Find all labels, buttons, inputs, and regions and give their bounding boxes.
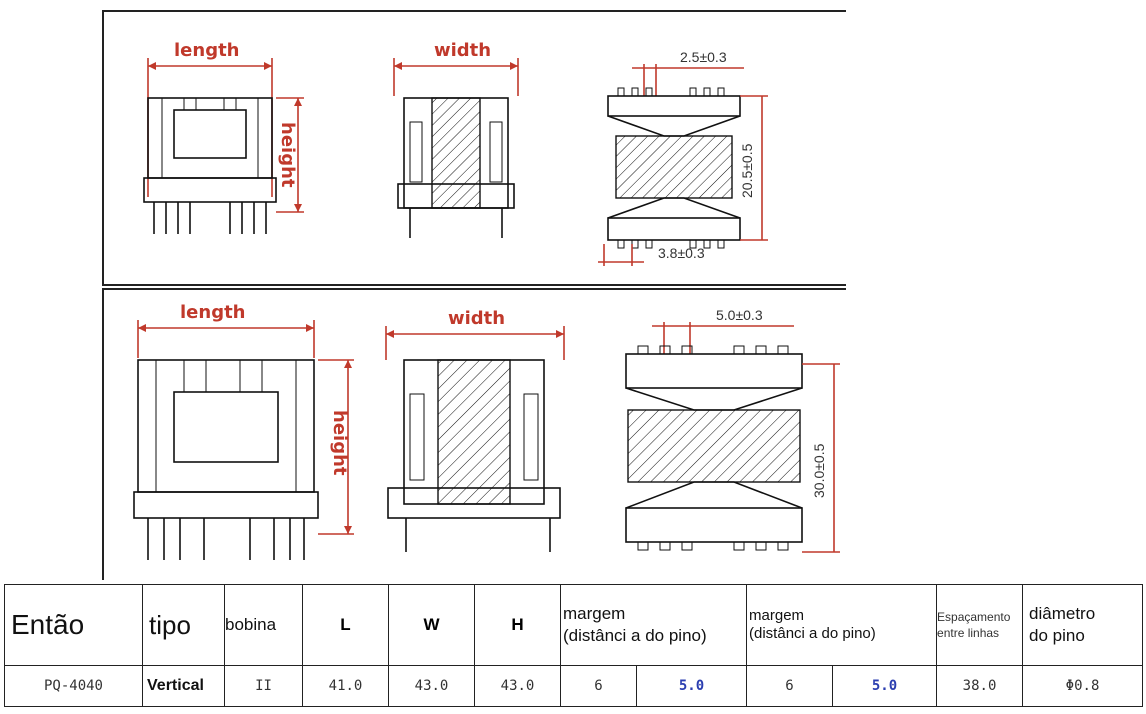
header-diametro-line1: diâmetro [1029,604,1096,623]
bottom-width-label: width [448,308,505,329]
header-tipo: tipo [142,584,225,666]
top-pin-spacing-b: 3.8±0.3 [658,245,705,261]
bottom-height-label: height [329,410,350,476]
top-drawing-panel: length [102,10,846,286]
header-margem-1-line1: margem [563,604,626,623]
cell-H: 43.0 [474,665,561,707]
cell-margem-2-a: 6 [746,665,834,707]
top-width-label: width [434,40,491,61]
spec-table: Então tipo bobina L W H margem (distânci… [4,584,1144,707]
table-header-row: Então tipo bobina L W H margem (distânci… [4,584,1144,666]
top-technical-drawing: length [143,40,768,266]
header-espacamento: Espaçamento entre linhas [936,584,1024,666]
header-margem-1-line2: (distânci a do pino) [563,626,707,645]
bottom-length-view: length [133,302,319,560]
cell-margem-2-b: 5.0 [832,665,938,707]
header-margem-2-line2: (distânci a do pino) [749,625,876,642]
cell-diametro: Φ0.8 [1022,665,1144,707]
bottom-width-view: width [385,308,565,552]
header-entao: Então [4,584,143,666]
cell-margem-1-b: 5.0 [635,665,748,707]
bottom-technical-drawing: length [133,302,840,560]
bottom-pin-view: 5.0±0.3 30.0±0.5 [625,307,840,553]
top-width-view: width [393,40,519,238]
header-margem-1: margem (distânci a do pino) [559,584,748,666]
cell-bobina: II [224,665,303,707]
header-W: W [388,584,475,666]
bottom-drawing-panel: length [102,288,846,580]
cell-espacamento: 38.0 [936,665,1024,707]
header-margem-2: margem (distânci a do pino) [746,584,938,666]
header-bobina: bobina [224,584,303,666]
header-espacamento-line1: Espaçamento [937,610,1011,624]
top-length-view: length [143,40,277,234]
bottom-length-label: length [180,302,246,323]
header-espacamento-line2: entre linhas [937,626,1000,640]
top-length-label: length [174,40,240,61]
cell-W: 43.0 [388,665,475,707]
spec-table-container: Então tipo bobina L W H margem (distânci… [4,584,1144,707]
header-margem-2-line1: margem [749,607,805,624]
cell-tipo: Vertical [142,665,225,707]
top-pin-view: 2.5±0.3 20.5±0.5 3.8±0.3 [598,49,768,266]
cell-margem-1-a: 6 [560,665,637,707]
header-H: H [474,584,561,666]
bottom-core-height: 30.0±0.5 [811,443,827,498]
header-diametro-line2: do pino [1029,626,1085,645]
header-diametro: diâmetro do pino [1022,584,1144,666]
table-row: PQ-4040 Vertical II 41.0 43.0 43.0 6 5.0… [4,665,1144,707]
bottom-height-dimension: height [318,359,354,535]
top-height-dimension: height [276,97,304,213]
bottom-pin-spacing: 5.0±0.3 [716,307,763,323]
cell-entao: PQ-4040 [4,665,143,707]
header-L: L [302,584,389,666]
top-height-label: height [277,122,298,188]
top-pin-spacing-a: 2.5±0.3 [680,49,727,65]
cell-L: 41.0 [302,665,389,707]
top-core-height: 20.5±0.5 [739,143,755,198]
